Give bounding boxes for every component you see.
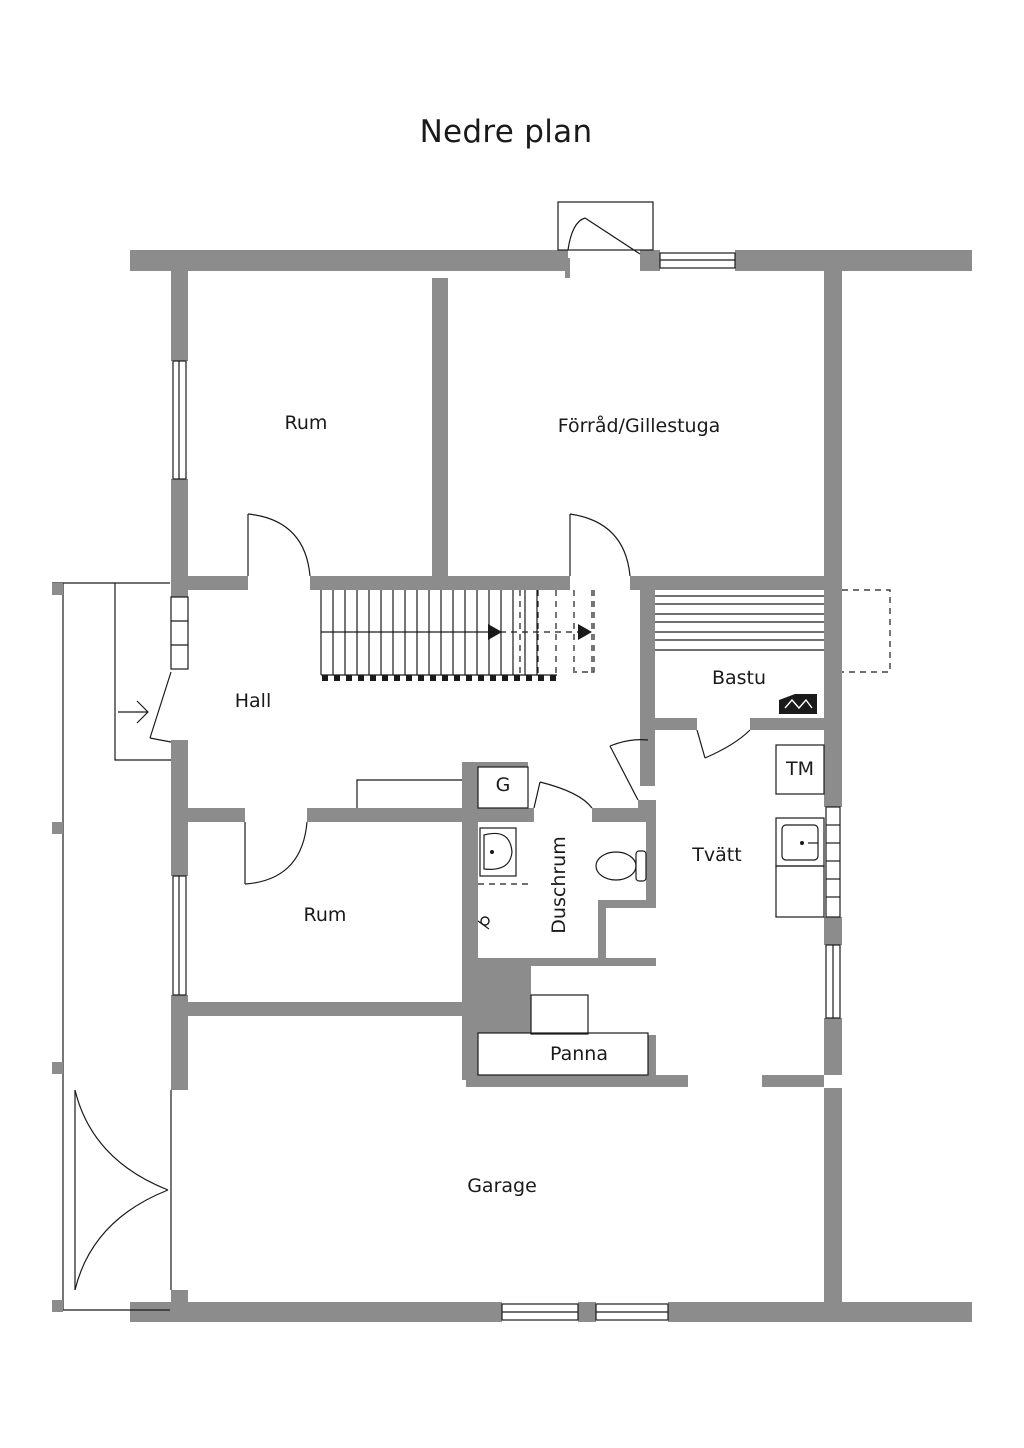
- room-label-bastu: Bastu: [712, 667, 766, 689]
- stair-baluster: [502, 675, 508, 681]
- room-label-g: G: [496, 774, 511, 796]
- interior-walls: [188, 278, 824, 1087]
- stair-baluster: [526, 675, 532, 681]
- counter: [775, 865, 825, 918]
- stair-baluster: [322, 675, 328, 681]
- stair-baluster: [490, 675, 496, 681]
- stair-baluster: [514, 675, 520, 681]
- boiler-box: [530, 994, 589, 1035]
- room-label-forrad: Förråd/Gillestuga: [558, 414, 721, 437]
- room-label-tvatt: Tvätt: [691, 844, 741, 866]
- exterior-walls: [130, 250, 972, 1322]
- doors: [244, 513, 751, 885]
- shower-head-icon: [477, 916, 490, 930]
- stair-baluster: [430, 675, 436, 681]
- stair-baluster: [478, 675, 484, 681]
- stair-baluster: [394, 675, 400, 681]
- stair-baluster: [454, 675, 460, 681]
- room-label-garage: Garage: [467, 1175, 537, 1197]
- porch: [52, 201, 891, 1312]
- room-labels: Rum Förråd/Gillestuga Hall Bastu G TM Tv…: [235, 412, 814, 1197]
- room-label-panna: Panna: [550, 1043, 608, 1065]
- room-label-rum-top: Rum: [285, 412, 328, 434]
- stair-baluster: [370, 675, 376, 681]
- room-label-tm: TM: [785, 758, 814, 780]
- room-label-duschrum: Duschrum: [548, 836, 570, 933]
- laundry-sink-icon: [775, 817, 825, 867]
- stair-baluster: [538, 675, 544, 681]
- fixtures: [356, 595, 825, 1076]
- sauna-heater-icon: [779, 694, 817, 714]
- window-right-tvatt: [825, 806, 841, 918]
- stair-baluster: [346, 675, 352, 681]
- stair-baluster: [358, 675, 364, 681]
- sauna-bench: [655, 595, 824, 651]
- stair-baluster: [382, 675, 388, 681]
- stair-baluster: [550, 675, 556, 681]
- bathroom-sink-icon: [478, 827, 530, 885]
- room-label-hall: Hall: [235, 690, 272, 712]
- stair-baluster: [442, 675, 448, 681]
- staircase: [320, 590, 595, 681]
- panna-outline: [477, 1032, 649, 1076]
- windows: [172, 252, 841, 1321]
- g-box: [477, 766, 529, 809]
- plan-title: Nedre plan: [419, 114, 593, 150]
- toilet-icon: [595, 850, 647, 882]
- tm-box: [775, 744, 825, 795]
- stair-baluster: [406, 675, 412, 681]
- stair-baluster: [418, 675, 424, 681]
- stair-baluster: [334, 675, 340, 681]
- stair-baluster: [466, 675, 472, 681]
- room-label-rum-bottom: Rum: [304, 904, 347, 926]
